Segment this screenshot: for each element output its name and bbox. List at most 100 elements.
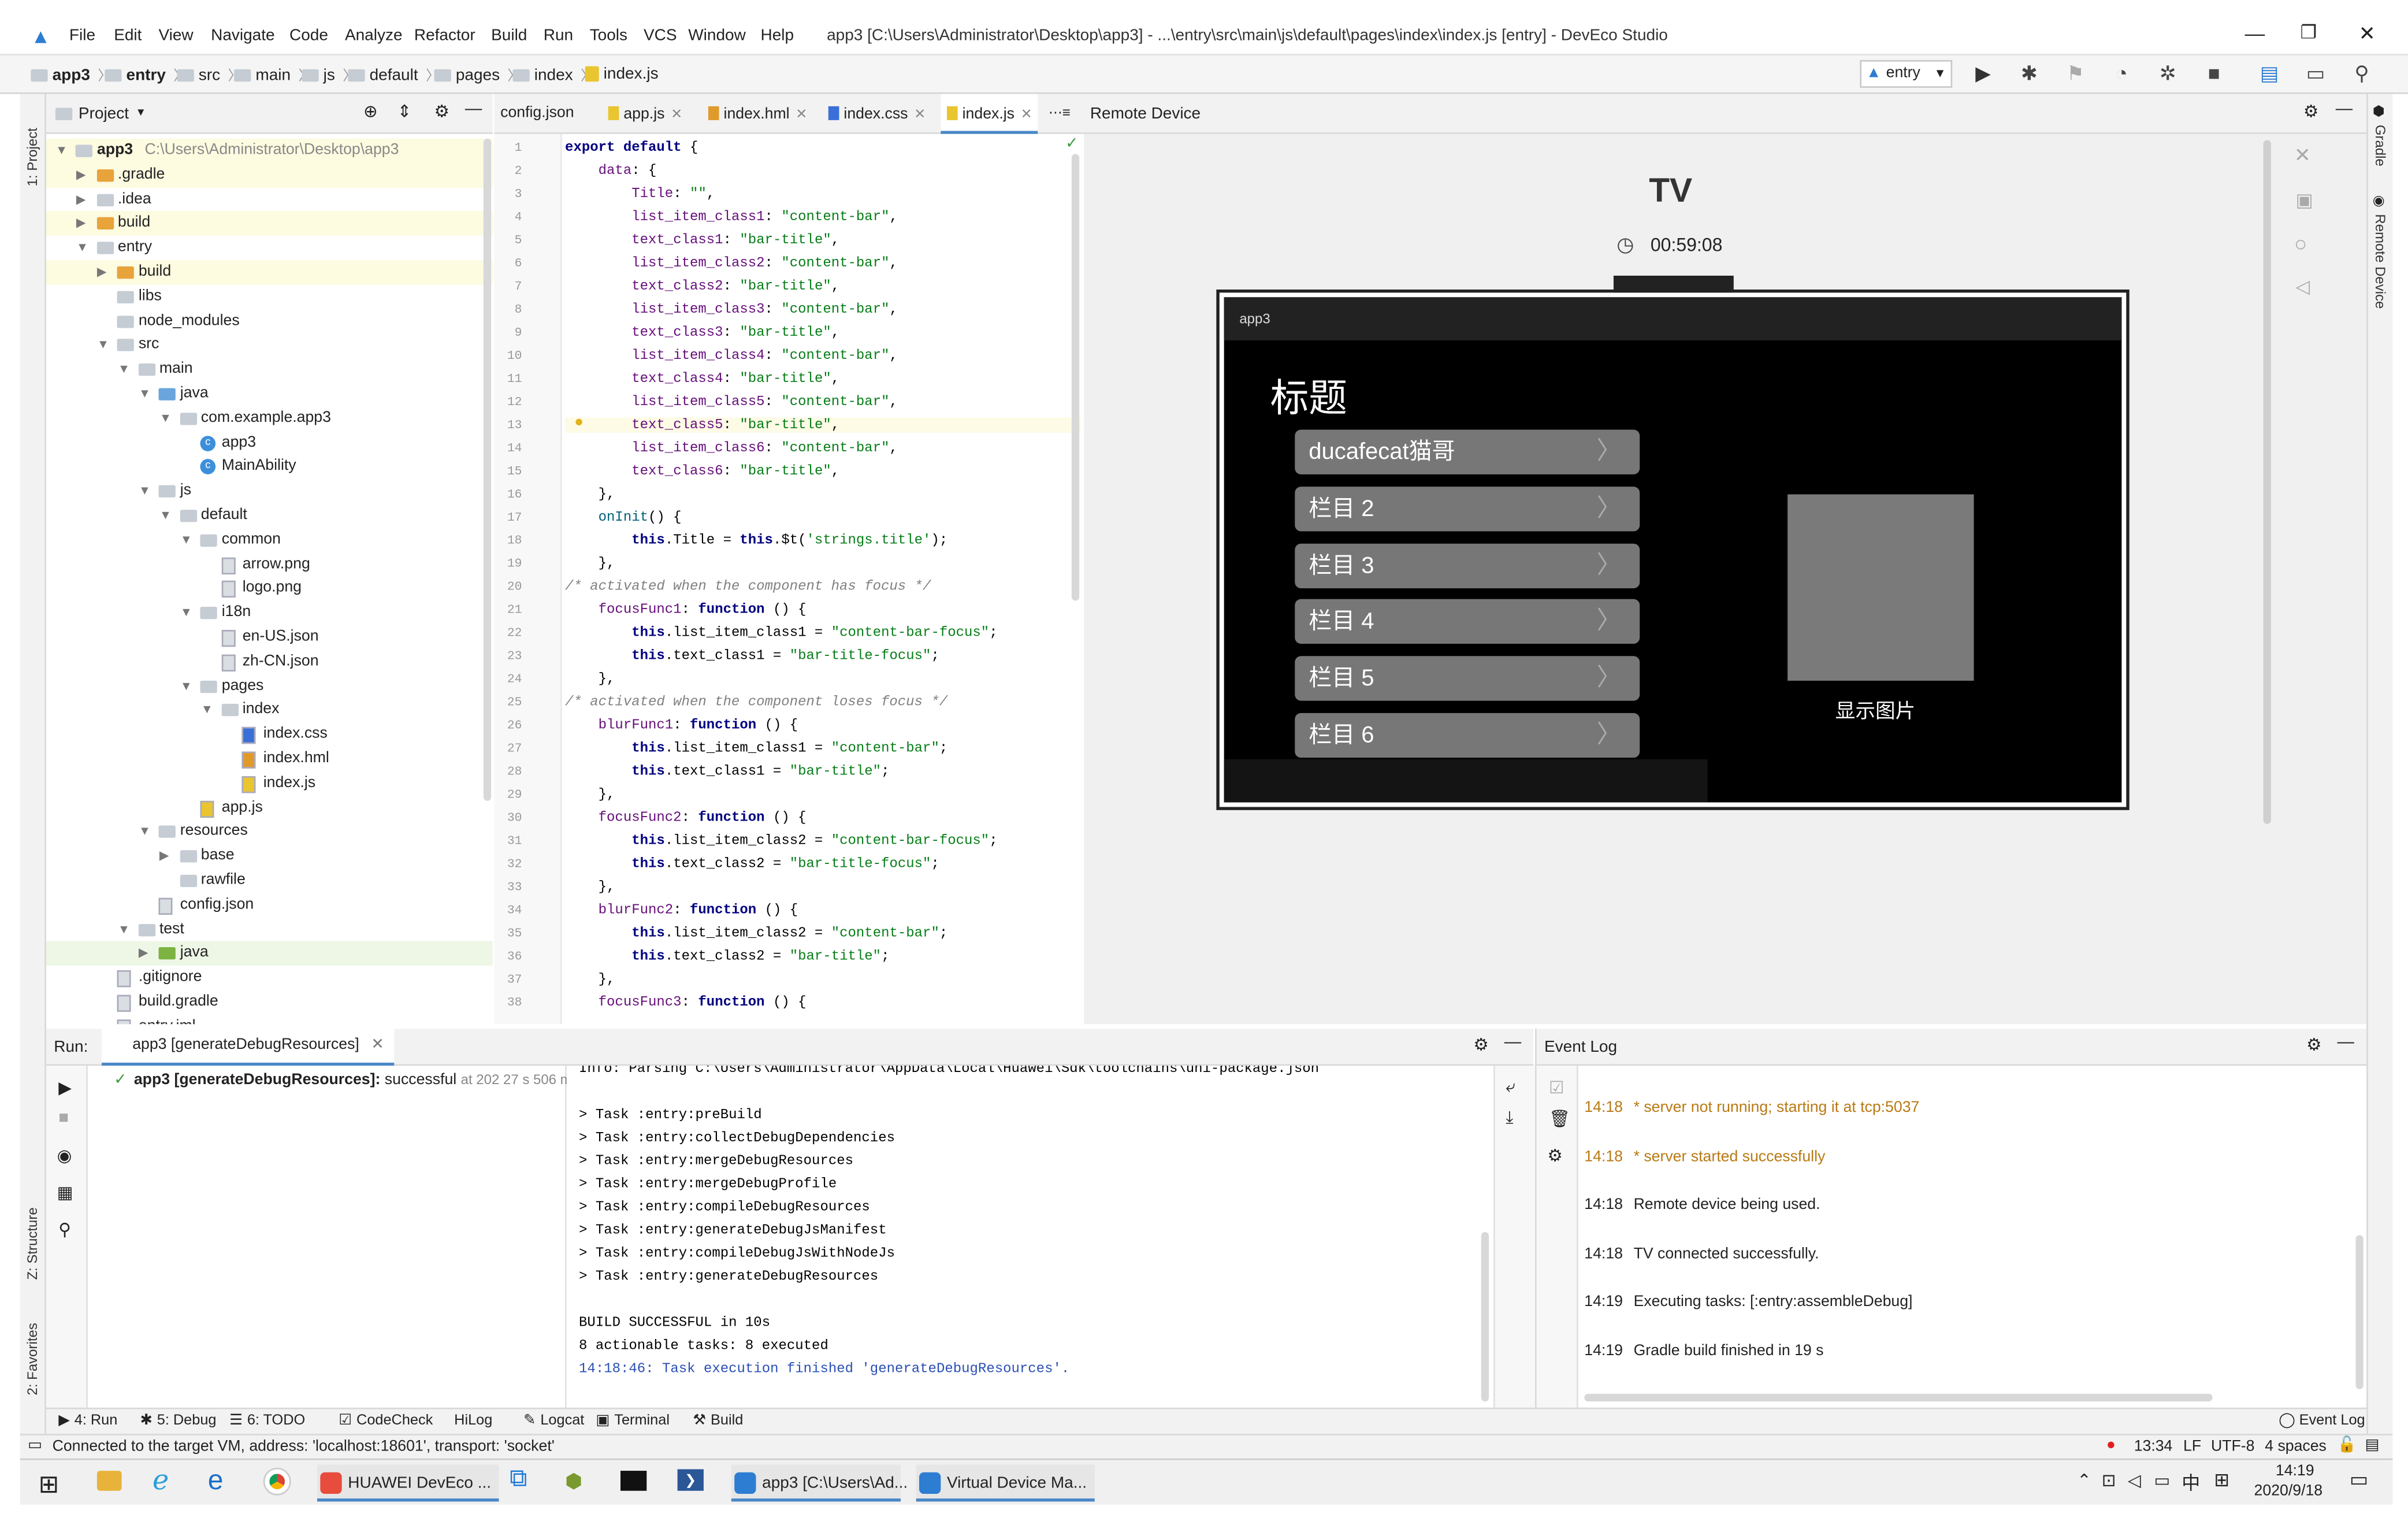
settings-icon[interactable]: ⚙: [1547, 1147, 1563, 1166]
editor-tab[interactable]: index.hml✕: [702, 94, 813, 134]
code-line[interactable]: this.list_item_class1 = "content-bar"; t…: [565, 741, 1081, 756]
tree-node[interactable]: ▶java: [46, 941, 493, 966]
code-line[interactable]: list_item_class5: "content-bar", list_it…: [565, 394, 1081, 410]
expand-down-icon[interactable]: ▼: [138, 824, 151, 839]
memory-icon[interactable]: ▤: [2365, 1437, 2380, 1454]
code-line[interactable]: }, },: [565, 556, 1081, 572]
code-line[interactable]: text_class2: "bar-title", text_class2: "…: [565, 279, 1081, 294]
code-line[interactable]: focusFunc1: function () { focusFunc1: fu…: [565, 602, 1081, 618]
menu-file[interactable]: File: [69, 26, 96, 45]
tray-up-icon[interactable]: ⌃: [2077, 1472, 2091, 1491]
menu-help[interactable]: Help: [760, 26, 794, 45]
run-task-row[interactable]: app3 [generateDebugResources]: successfu…: [134, 1072, 579, 1089]
debug-icon[interactable]: ✱: [2020, 61, 2038, 85]
menu-run[interactable]: Run: [543, 26, 574, 45]
tree-node[interactable]: ▶.idea: [46, 187, 493, 212]
input-mode-icon[interactable]: ⊞: [2214, 1469, 2230, 1491]
tree-node[interactable]: ▼js: [46, 479, 493, 504]
event-entry[interactable]: 14:18* server started successfully: [1584, 1148, 1825, 1165]
menu-code[interactable]: Code: [289, 26, 328, 45]
tv-screen[interactable]: app3 标题 ducafecat猫哥〉栏目 2〉栏目 3〉栏目 4〉栏目 5〉…: [1216, 290, 2130, 810]
minimize-button[interactable]: —: [2245, 21, 2265, 45]
tool-button-build[interactable]: ⚒Build: [693, 1412, 743, 1429]
tv-list-item[interactable]: 栏目 6〉: [1295, 713, 1640, 758]
gear-icon[interactable]: ⚙: [1473, 1036, 1489, 1055]
tree-node[interactable]: ▼test: [46, 917, 493, 942]
menu-analyze[interactable]: Analyze: [344, 26, 403, 45]
tree-node[interactable]: app.js: [46, 796, 493, 821]
event-hscrollbar[interactable]: [1584, 1393, 2213, 1402]
hide-icon[interactable]: —: [2337, 1033, 2354, 1052]
ie-icon[interactable]: ℯ: [152, 1464, 169, 1496]
code-line[interactable]: this.text_class1 = "bar-title-focus"; th…: [565, 648, 1081, 664]
indent-setting[interactable]: 4 spaces: [2265, 1438, 2327, 1456]
project-side-tab[interactable]: 1: Project: [24, 128, 40, 187]
expand-down-icon[interactable]: ▼: [96, 337, 110, 352]
code-line[interactable]: this.text_class2 = "bar-title"; this.tex…: [565, 949, 1081, 964]
menu-build[interactable]: Build: [491, 26, 527, 45]
console-scrollbar[interactable]: [1481, 1232, 1489, 1402]
taskbar-app[interactable]: app3 [C:\Users\Ad...: [731, 1464, 908, 1502]
gear-icon[interactable]: ⚙: [434, 103, 449, 122]
tree-node[interactable]: build.gradle: [46, 990, 493, 1015]
expand-down-icon[interactable]: ▼: [159, 411, 172, 425]
code-line[interactable]: text_class1: "bar-title", text_class1: "…: [565, 232, 1081, 248]
file-encoding[interactable]: UTF-8: [2210, 1438, 2255, 1456]
volume-icon[interactable]: ◁: [2128, 1472, 2141, 1491]
clear-icon[interactable]: 🗑: [1548, 1110, 1571, 1129]
tool-button-run[interactable]: ▶4: Run: [58, 1412, 117, 1429]
tree-node[interactable]: ▼java: [46, 382, 493, 407]
tree-node[interactable]: en-US.json: [46, 625, 493, 650]
code-line[interactable]: focusFunc2: function () { focusFunc2: fu…: [565, 810, 1081, 826]
gear-icon[interactable]: ⚙: [2303, 103, 2319, 122]
battery-icon[interactable]: ▭: [2154, 1472, 2171, 1491]
hide-icon[interactable]: —: [1504, 1033, 1522, 1052]
favorites-side-tab[interactable]: 2: Favorites: [24, 1323, 40, 1396]
tv-list-item[interactable]: 栏目 5〉: [1295, 656, 1640, 702]
tree-node[interactable]: libs: [46, 284, 493, 309]
code-editor[interactable]: export default {export default { data: {…: [562, 133, 1084, 1025]
breadcrumb-item[interactable]: pages〉: [434, 65, 521, 85]
tree-node[interactable]: ▶build: [46, 260, 493, 285]
clock-date[interactable]: 2020/9/18: [2254, 1483, 2323, 1500]
scroll-end-icon[interactable]: ⤓: [1506, 1108, 1514, 1127]
code-line[interactable]: list_item_class4: "content-bar", list_it…: [565, 348, 1081, 363]
ime-indicator[interactable]: 中: [2182, 1472, 2201, 1494]
code-line[interactable]: data: { data: {: [565, 163, 1081, 179]
code-line[interactable]: }, },: [565, 972, 1081, 988]
breadcrumb-item[interactable]: default〉: [348, 65, 440, 85]
menu-edit[interactable]: Edit: [114, 26, 142, 45]
project-view-select[interactable]: Project: [78, 105, 129, 124]
expand-right-icon[interactable]: ▶: [76, 192, 86, 206]
hide-icon[interactable]: —: [2335, 100, 2353, 119]
network-icon[interactable]: ⊡: [2101, 1472, 2116, 1491]
tree-node[interactable]: ▼index: [46, 698, 493, 723]
code-line[interactable]: blurFunc1: function () { blurFunc1: func…: [565, 718, 1081, 733]
close-icon[interactable]: ✕: [671, 106, 683, 122]
expand-down-icon[interactable]: ▼: [76, 240, 89, 255]
tree-node[interactable]: rawfile: [46, 869, 493, 893]
breadcrumb-item[interactable]: main〉: [234, 65, 312, 85]
code-line[interactable]: focusFunc3: function () { focusFunc3: fu…: [565, 995, 1081, 1011]
stop-icon[interactable]: ■: [58, 1108, 69, 1127]
tree-node[interactable]: arrow.png: [46, 552, 493, 577]
tree-node[interactable]: ▼default: [46, 503, 493, 528]
code-line[interactable]: this.Title = this.$t('strings.title'); t…: [565, 533, 1081, 548]
code-line[interactable]: }, },: [565, 787, 1081, 803]
tv-list-item[interactable]: 栏目 3〉: [1295, 543, 1640, 588]
tree-node[interactable]: ▶base: [46, 844, 493, 869]
menu-refactor[interactable]: Refactor: [414, 26, 475, 45]
tree-node[interactable]: ▼resources: [46, 820, 493, 845]
rotate-icon[interactable]: ▣: [2295, 189, 2313, 212]
code-line[interactable]: }, },: [565, 672, 1081, 687]
tree-node[interactable]: logo.png: [46, 577, 493, 602]
pin-icon[interactable]: ⚲: [58, 1221, 71, 1240]
menu-navigate[interactable]: Navigate: [211, 26, 275, 45]
chrome-icon[interactable]: [263, 1467, 291, 1496]
code-line[interactable]: text_class5: "bar-title", text_class5: "…: [565, 417, 1081, 433]
caret-position[interactable]: 13:34: [2134, 1438, 2173, 1456]
code-line[interactable]: this.text_class1 = "bar-title"; this.tex…: [565, 764, 1081, 780]
